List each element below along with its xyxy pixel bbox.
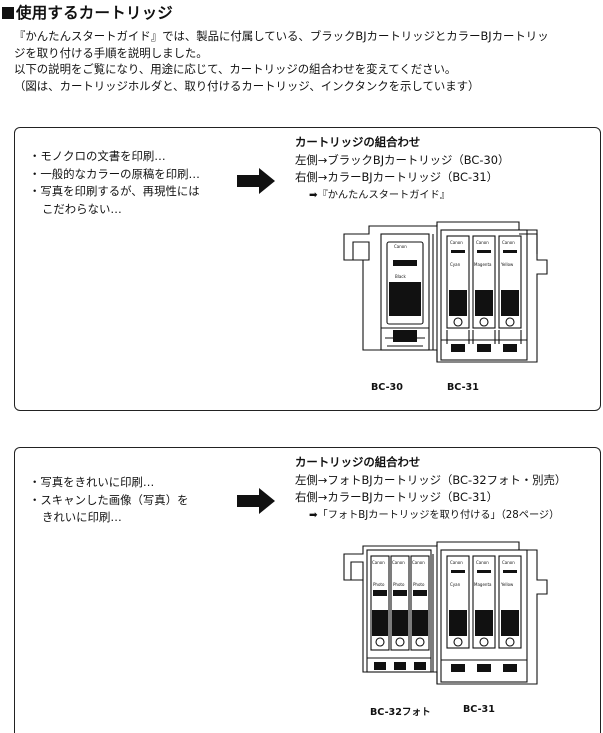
intro-line: ジを取り付ける手順を説明しました。 <box>14 45 208 60</box>
tank-color-label: Black <box>395 274 407 279</box>
right-arrow-icon <box>237 168 275 194</box>
usage-item: ・写真をきれいに印刷… <box>29 475 155 489</box>
tank-brand-label: Canon <box>392 560 405 565</box>
section-heading: 使用するカートリッジ <box>2 1 173 23</box>
square-bullet-icon <box>2 7 14 19</box>
cartridge-label-right: BC-31 <box>463 704 495 715</box>
cartridge-holder-illustration: Canon Canon Canon Photo Photo Photo Cano… <box>343 541 548 685</box>
tank-color-label: Photo <box>413 582 425 587</box>
usage-item: ・モノクロの文書を印刷… <box>29 149 166 163</box>
tank-brand-label: Canon <box>450 560 463 565</box>
tank-brand-label: Canon <box>394 244 407 249</box>
tank-brand-label: Canon <box>476 240 489 245</box>
tank-brand-label: Canon <box>372 560 385 565</box>
combination-title: カートリッジの組合わせ <box>295 135 421 149</box>
tank-brand-label: Canon <box>502 560 515 565</box>
tank-brand-label: Canon <box>412 560 425 565</box>
usage-item-continued: きれいに印刷… <box>42 510 122 524</box>
left-cartridge: 左側→ブラックBJカートリッジ（BC-30） <box>295 152 510 167</box>
intro-line: 以下の説明をご覧になり、用途に応じて、カートリッジの組合わせを変えてください。 <box>14 62 457 76</box>
tank-brand-label: Canon <box>450 240 463 245</box>
usage-item: ・写真を印刷するが、再現性には <box>29 184 200 198</box>
reference-link: ➡「フォトBJカートリッジを取り付ける」（28ページ） <box>309 509 560 521</box>
left-cartridge: 左側→フォトBJカートリッジ（BC-32フォト・別売） <box>295 472 567 487</box>
tank-color-label: Magenta <box>474 582 492 587</box>
usage-item: ・スキャンした画像（写真）を <box>29 492 189 507</box>
cartridge-label-left: BC-30 <box>371 382 403 393</box>
usage-item: ・一般的なカラーの原稿を印刷… <box>29 166 200 181</box>
tank-color-label: Magenta <box>474 262 492 267</box>
right-arrow-icon <box>237 488 275 514</box>
intro-line: 『かんたんスタートガイド』では、製品に付属している、ブラックBJカートリッジとカ… <box>14 29 549 43</box>
intro-paragraph: 『かんたんスタートガイド』では、製品に付属している、ブラックBJカートリッジとカ… <box>14 28 599 94</box>
tank-color-label: Photo <box>393 582 405 587</box>
combination-info: カートリッジの組合わせ 左側→フォトBJカートリッジ（BC-32フォト・別売） … <box>295 454 566 524</box>
intro-line: （図は、カートリッジホルダと、取り付けるカートリッジ、インクタンクを示しています… <box>14 78 480 93</box>
right-cartridge: 右側→カラーBJカートリッジ（BC-31） <box>295 490 498 505</box>
usage-item-continued: こだわらない… <box>42 201 122 216</box>
tank-color-label: Yellow <box>500 262 514 267</box>
cartridge-label-right: BC-31 <box>447 382 479 393</box>
combination-box-photo: ・写真をきれいに印刷… ・スキャンした画像（写真）を きれいに印刷… カートリッ… <box>14 447 601 733</box>
right-cartridge: 右側→カラーBJカートリッジ（BC-31） <box>295 170 498 185</box>
tank-color-label: Cyan <box>450 262 461 267</box>
tank-color-label: Cyan <box>450 582 461 587</box>
reference-link: ➡『かんたんスタートガイド』 <box>309 189 450 201</box>
tank-brand-label: Canon <box>502 240 515 245</box>
usage-list: ・写真をきれいに印刷… ・スキャンした画像（写真）を きれいに印刷… <box>29 474 188 527</box>
combination-title: カートリッジの組合わせ <box>295 455 421 469</box>
combination-box-standard: ・モノクロの文書を印刷… ・一般的なカラーの原稿を印刷… ・写真を印刷するが、再… <box>14 127 601 411</box>
tank-color-label: Photo <box>373 582 385 587</box>
cartridge-holder-illustration: Canon Black Canon Canon Canon Cyan Magen… <box>343 221 548 363</box>
tank-brand-label: Canon <box>476 560 489 565</box>
usage-list: ・モノクロの文書を印刷… ・一般的なカラーの原稿を印刷… ・写真を印刷するが、再… <box>29 148 200 218</box>
combination-info: カートリッジの組合わせ 左側→ブラックBJカートリッジ（BC-30） 右側→カラ… <box>295 134 509 204</box>
heading-text: 使用するカートリッジ <box>16 4 174 22</box>
cartridge-label-left: BC-32フォト <box>370 707 431 718</box>
tank-color-label: Yellow <box>500 582 514 587</box>
